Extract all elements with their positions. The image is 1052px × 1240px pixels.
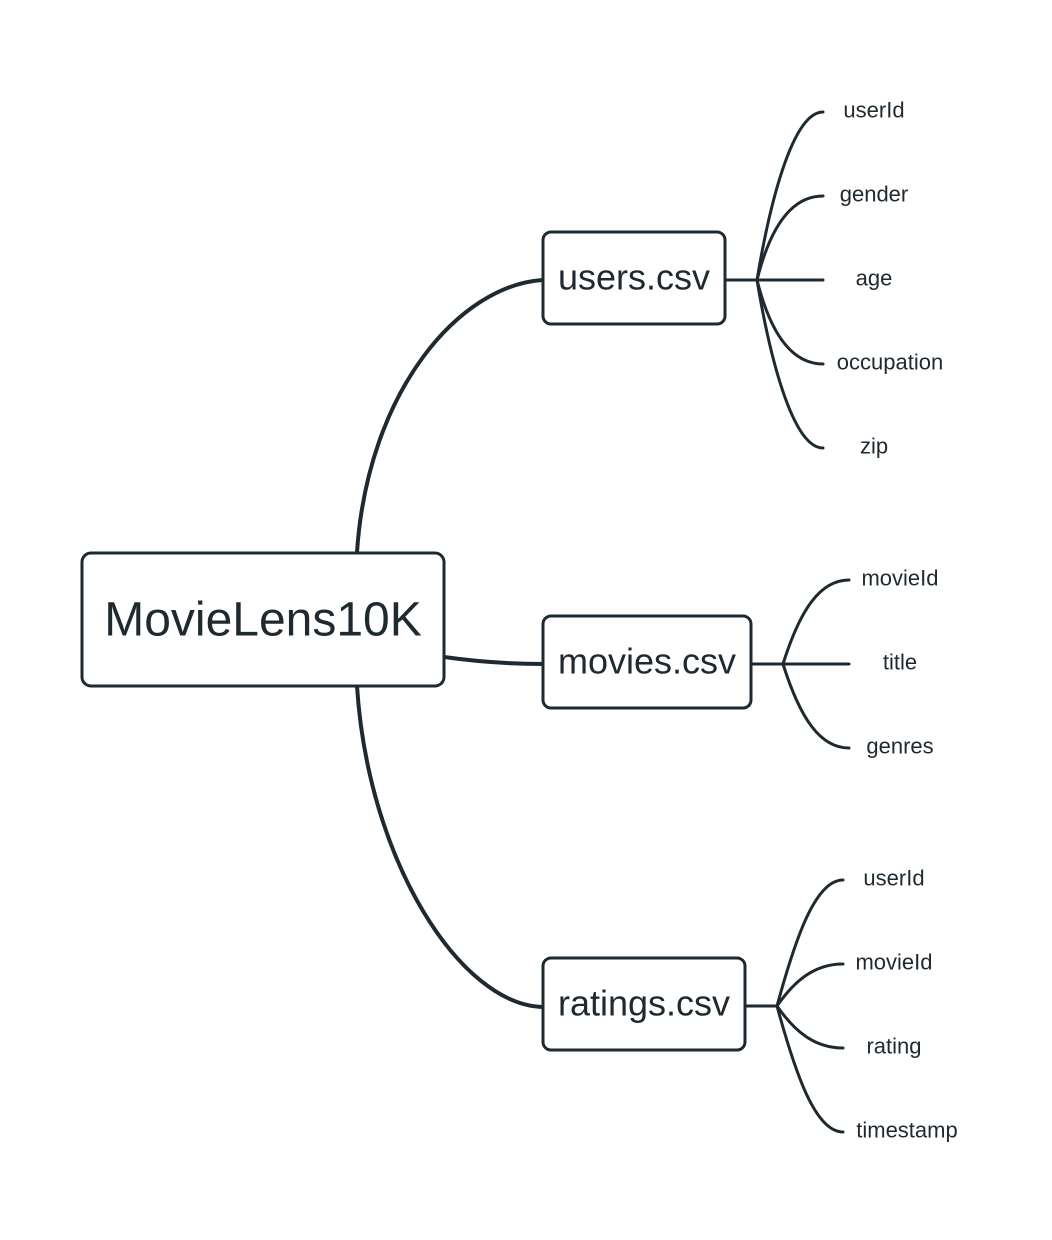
- root-connectors: [355, 278, 545, 1009]
- file-node-users[interactable]: users.csv: [541, 230, 727, 326]
- movies-field-connectors: [749, 578, 851, 750]
- ratings-fields: userId movieId rating timestamp: [855, 866, 957, 1143]
- field-movies-movieid[interactable]: movieId: [861, 566, 938, 591]
- connector-users-zip: [755, 278, 825, 450]
- field-users-userid[interactable]: userId: [843, 98, 904, 123]
- connector-users-userid: [755, 110, 825, 282]
- ratings-field-connectors: [743, 878, 845, 1134]
- connector-ratings-userid: [775, 878, 845, 1008]
- root-node[interactable]: MovieLens10K: [80, 551, 446, 688]
- field-users-occupation[interactable]: occupation: [837, 350, 943, 375]
- file-node-ratings-label: ratings.csv: [558, 983, 730, 1024]
- field-movies-title[interactable]: title: [883, 650, 917, 675]
- connector-ratings-movieid: [775, 962, 845, 1008]
- file-node-movies-label: movies.csv: [558, 641, 736, 682]
- file-node-movies[interactable]: movies.csv: [541, 614, 753, 710]
- field-ratings-movieid[interactable]: movieId: [855, 950, 932, 975]
- file-node-users-label: users.csv: [558, 257, 710, 298]
- connector-root-ratings: [355, 684, 545, 1009]
- field-movies-genres[interactable]: genres: [866, 734, 933, 759]
- connector-root-movies: [442, 655, 545, 666]
- connector-ratings-rating: [775, 1004, 845, 1050]
- root-node-box: [80, 551, 446, 688]
- connector-users-gender: [755, 194, 825, 282]
- connector-ratings-timestamp: [775, 1004, 845, 1134]
- users-field-connectors: [723, 110, 825, 450]
- movies-fields: movieId title genres: [861, 566, 938, 759]
- field-users-age[interactable]: age: [856, 266, 893, 291]
- field-ratings-userid[interactable]: userId: [863, 866, 924, 891]
- file-node-ratings-box: [541, 956, 747, 1052]
- field-ratings-rating[interactable]: rating: [866, 1034, 921, 1059]
- file-node-movies-box: [541, 614, 753, 710]
- field-users-gender[interactable]: gender: [840, 182, 909, 207]
- connector-movies-movieid: [781, 578, 851, 666]
- root-node-label: MovieLens10K: [104, 594, 422, 647]
- field-users-zip[interactable]: zip: [860, 434, 888, 459]
- file-node-ratings[interactable]: ratings.csv: [541, 956, 747, 1052]
- connector-users-occupation: [755, 278, 825, 366]
- field-ratings-timestamp[interactable]: timestamp: [856, 1118, 957, 1143]
- users-fields: userId gender age occupation zip: [837, 98, 943, 459]
- connector-movies-genres: [781, 662, 851, 750]
- file-node-users-box: [541, 230, 727, 326]
- connector-root-users: [355, 278, 545, 554]
